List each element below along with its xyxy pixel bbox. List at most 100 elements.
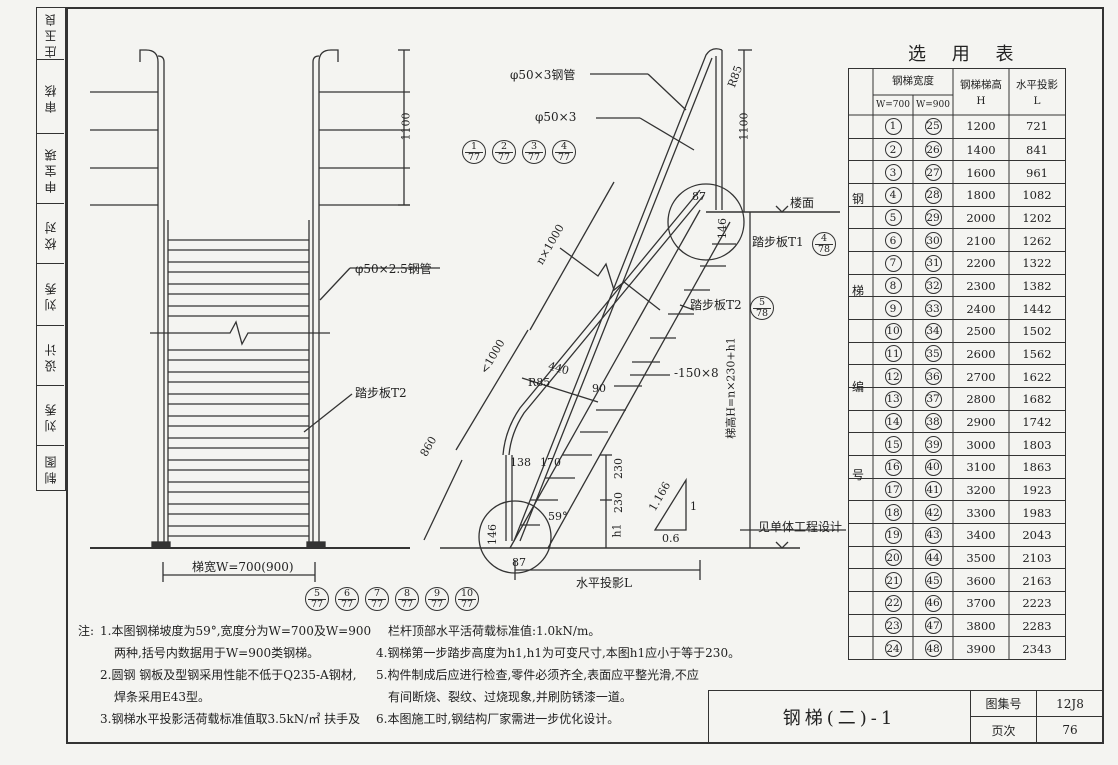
ladder-height: 2500: [966, 324, 996, 339]
ladder-height: 1600: [966, 165, 996, 180]
pipe-label-mid: φ50×3: [535, 110, 577, 124]
ladder-number: 33: [913, 297, 953, 320]
dim-r85-mid: R85: [528, 376, 551, 389]
ladder-height: 2100: [966, 233, 996, 248]
ladder-number-circle: 9: [884, 300, 902, 318]
ladder-height: 2800: [966, 392, 996, 407]
ladder-number: 37: [913, 388, 953, 411]
vertical-label-2: 梯: [852, 284, 865, 298]
ladder-number-circle: 31: [924, 254, 942, 272]
horizontal-projection: 841: [1026, 142, 1048, 157]
horizontal-projection: 1682: [1022, 392, 1052, 407]
ladder-number-circle: 24: [884, 640, 902, 658]
ladder-height: 3600: [966, 573, 996, 588]
page-label: 页次: [971, 717, 1037, 743]
dim-170: 170: [540, 456, 561, 469]
vertical-label-3: 编: [852, 380, 865, 394]
horizontal-projection: 2043: [1022, 528, 1052, 543]
ladder-number: 23: [873, 615, 913, 638]
ladder-number-circle: 44: [924, 549, 942, 567]
ladder-number: 32: [913, 275, 953, 298]
ladder-number: 5: [873, 207, 913, 230]
horizontal-projection: 1382: [1022, 278, 1052, 293]
ladder-number-circle: 39: [924, 436, 942, 454]
atlas-label: 图集号: [971, 691, 1037, 717]
dim-146-bot: 146: [486, 524, 499, 545]
dim-138: 138: [510, 456, 531, 469]
ladder-number: 15: [873, 433, 913, 456]
ladder-number: 6: [873, 229, 913, 252]
ladder-height: 1200: [966, 119, 996, 134]
plate-label: -150×8: [674, 366, 719, 380]
tread-t1-label: 踏步板T1: [752, 235, 804, 249]
ladder-number-circle: 21: [884, 572, 902, 590]
ladder-number-circle: 4: [884, 186, 902, 204]
table-row: 21 45 3600 2163: [849, 568, 1065, 592]
sidebar-cell-check: 校对: [37, 204, 64, 264]
horizontal-projection: 2163: [1022, 573, 1052, 588]
ladder-number-circle: 2: [884, 141, 902, 159]
ladder-number: 21: [873, 569, 913, 592]
ladder-number-circle: 8: [884, 277, 902, 295]
ladder-number-circle: 25: [924, 117, 942, 135]
ladder-number: 39: [913, 433, 953, 456]
horizontal-projection: 1983: [1022, 505, 1052, 520]
ladder-number: 38: [913, 411, 953, 434]
ladder-number: 4: [873, 184, 913, 207]
title-block: 钢梯(二)-1 图集号 12J8 页次 76: [708, 690, 1104, 744]
ladder-number-circle: 28: [924, 186, 942, 204]
floor-label: 楼面: [790, 196, 815, 210]
dim-h1: h1: [610, 523, 624, 538]
ladder-number-circle: 32: [924, 277, 942, 295]
ladder-number: 45: [913, 569, 953, 592]
left-rail-post: [139, 49, 159, 548]
ladder-number: 20: [873, 547, 913, 570]
table-row: 2 26 1400 841: [849, 137, 1065, 162]
ladder-height: 3100: [966, 460, 996, 475]
horizontal-projection: 961: [1026, 165, 1048, 180]
ladder-height: 1400: [966, 142, 996, 157]
ladder-number-circle: 7: [884, 254, 902, 272]
ladder-number: 8: [873, 275, 913, 298]
note-line: 焊条采用E43型。: [114, 690, 211, 704]
ladder-number: 26: [913, 139, 953, 162]
ladder-height: 2300: [966, 278, 996, 293]
dim-1100-right: 1100: [737, 112, 751, 141]
see-design-label: 见单体工程设计: [758, 520, 843, 534]
table-row: 8 32 2300 1382: [849, 273, 1065, 298]
ladder-number-circle: 47: [924, 617, 942, 635]
ladder-number: 31: [913, 252, 953, 275]
header-proj-sym: L: [1033, 95, 1041, 107]
width-label: 梯宽W=700(900): [192, 560, 294, 574]
ladder-number-circle: 3: [884, 164, 902, 182]
ladder-number-circle: 10: [884, 322, 902, 340]
ladder-number-circle: 26: [924, 141, 942, 159]
note-line: 栏杆顶部水平活荷载标准值:1.0kN/m。: [388, 624, 601, 638]
ladder-number-circle: 38: [924, 413, 942, 431]
note-line: 3.钢梯水平投影活荷载标准值取3.5kN/㎡ 扶手及: [100, 712, 361, 726]
ladder-number: 3: [873, 161, 913, 184]
note-line: 有间断烧、裂纹、过烧现象,并刷防锈漆一道。: [388, 690, 632, 704]
horiz-proj-label: 水平投影L: [576, 576, 632, 590]
horizontal-projection: 1202: [1022, 210, 1052, 225]
ladder-number: 35: [913, 343, 953, 366]
ladder-number: 11: [873, 343, 913, 366]
note-line: 4.钢梯第一步踏步高度为h1,h1为可变尺寸,本图h1应小于等于230。: [376, 646, 741, 660]
ladder-number-circle: 14: [884, 413, 902, 431]
ladder-number-circle: 46: [924, 594, 942, 612]
ladder-number-circle: 6: [884, 232, 902, 250]
note-line: 6.本图施工时,钢结构厂家需进一步优化设计。: [376, 712, 620, 726]
sidebar-cell-reviewer-name: 庄玉良: [37, 8, 64, 60]
